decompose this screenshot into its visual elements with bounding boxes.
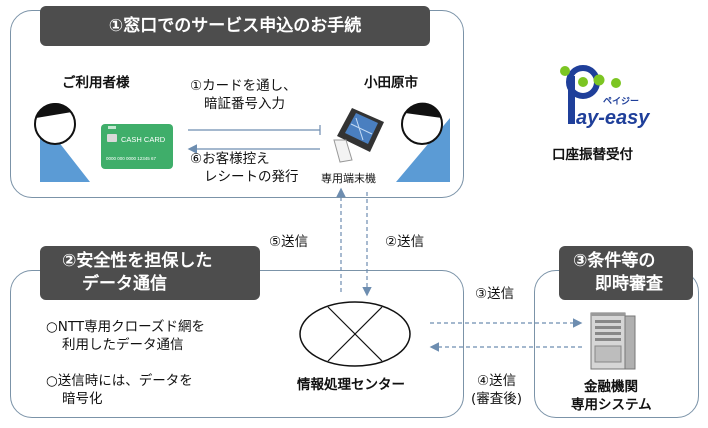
- card-text: CASH CARD: [121, 135, 166, 144]
- send3-label: ③送信: [475, 286, 515, 302]
- banner-bank: ③条件等の 即時審査: [559, 246, 693, 300]
- customer-person-icon: [34, 103, 90, 182]
- send4-line2: (審査後): [471, 391, 523, 407]
- step1-line2: 暗証番号入力: [204, 96, 285, 112]
- step6-line1: ⑥お客様控え: [190, 151, 270, 167]
- bullet2-line2: 暗号化: [62, 391, 103, 407]
- payeasy-caption: 口座振替受付: [552, 147, 633, 163]
- banner-bank-line2: 即時審査: [595, 274, 663, 294]
- terminal-label: 専用端末機: [321, 172, 376, 185]
- send5-label: ⑤送信: [269, 234, 309, 250]
- info-center-label: 情報処理センター: [297, 377, 405, 393]
- terminal-device-icon: [333, 108, 384, 163]
- bullet1-line1: ○NTT専用クローズド網を: [46, 319, 205, 335]
- customer-label: ご利用者様: [62, 75, 130, 91]
- banner-network: ②安全性を担保した データ通信: [40, 246, 260, 300]
- bank-label-line2: 専用システム: [571, 397, 652, 413]
- banner-network-line1: ②安全性を担保した: [62, 251, 213, 271]
- payeasy-logo: ペイジー ay-easy: [560, 65, 650, 129]
- banner-bank-line1: ③条件等の: [573, 251, 656, 271]
- bank-server-icon: [590, 312, 636, 370]
- banner-counter: ①窓口でのサービス申込のお手続: [40, 6, 430, 46]
- network-center-icon: [299, 301, 411, 367]
- card-number: 0000 000 0000 12345 67: [106, 156, 157, 161]
- cash-card-icon: CASH CARD 0000 000 0000 12345 67: [101, 124, 173, 169]
- step6-line2: レシートの発行: [204, 169, 299, 185]
- send4-line1: ④送信: [477, 373, 517, 389]
- city-staff-person-icon: [396, 102, 450, 182]
- bullet1-line2: 利用したデータ通信: [62, 337, 184, 353]
- payeasy-kana: ペイジー: [603, 96, 639, 107]
- step1-line1: ①カードを通し、: [190, 78, 297, 94]
- city-label: 小田原市: [364, 75, 418, 91]
- send2-label: ②送信: [385, 234, 425, 250]
- banner-network-line2: データ通信: [82, 274, 167, 294]
- payeasy-wordmark: ay-easy: [576, 107, 650, 129]
- bullet2-line1: ○送信時には、データを: [46, 373, 193, 389]
- bank-label-line1: 金融機関: [584, 379, 638, 395]
